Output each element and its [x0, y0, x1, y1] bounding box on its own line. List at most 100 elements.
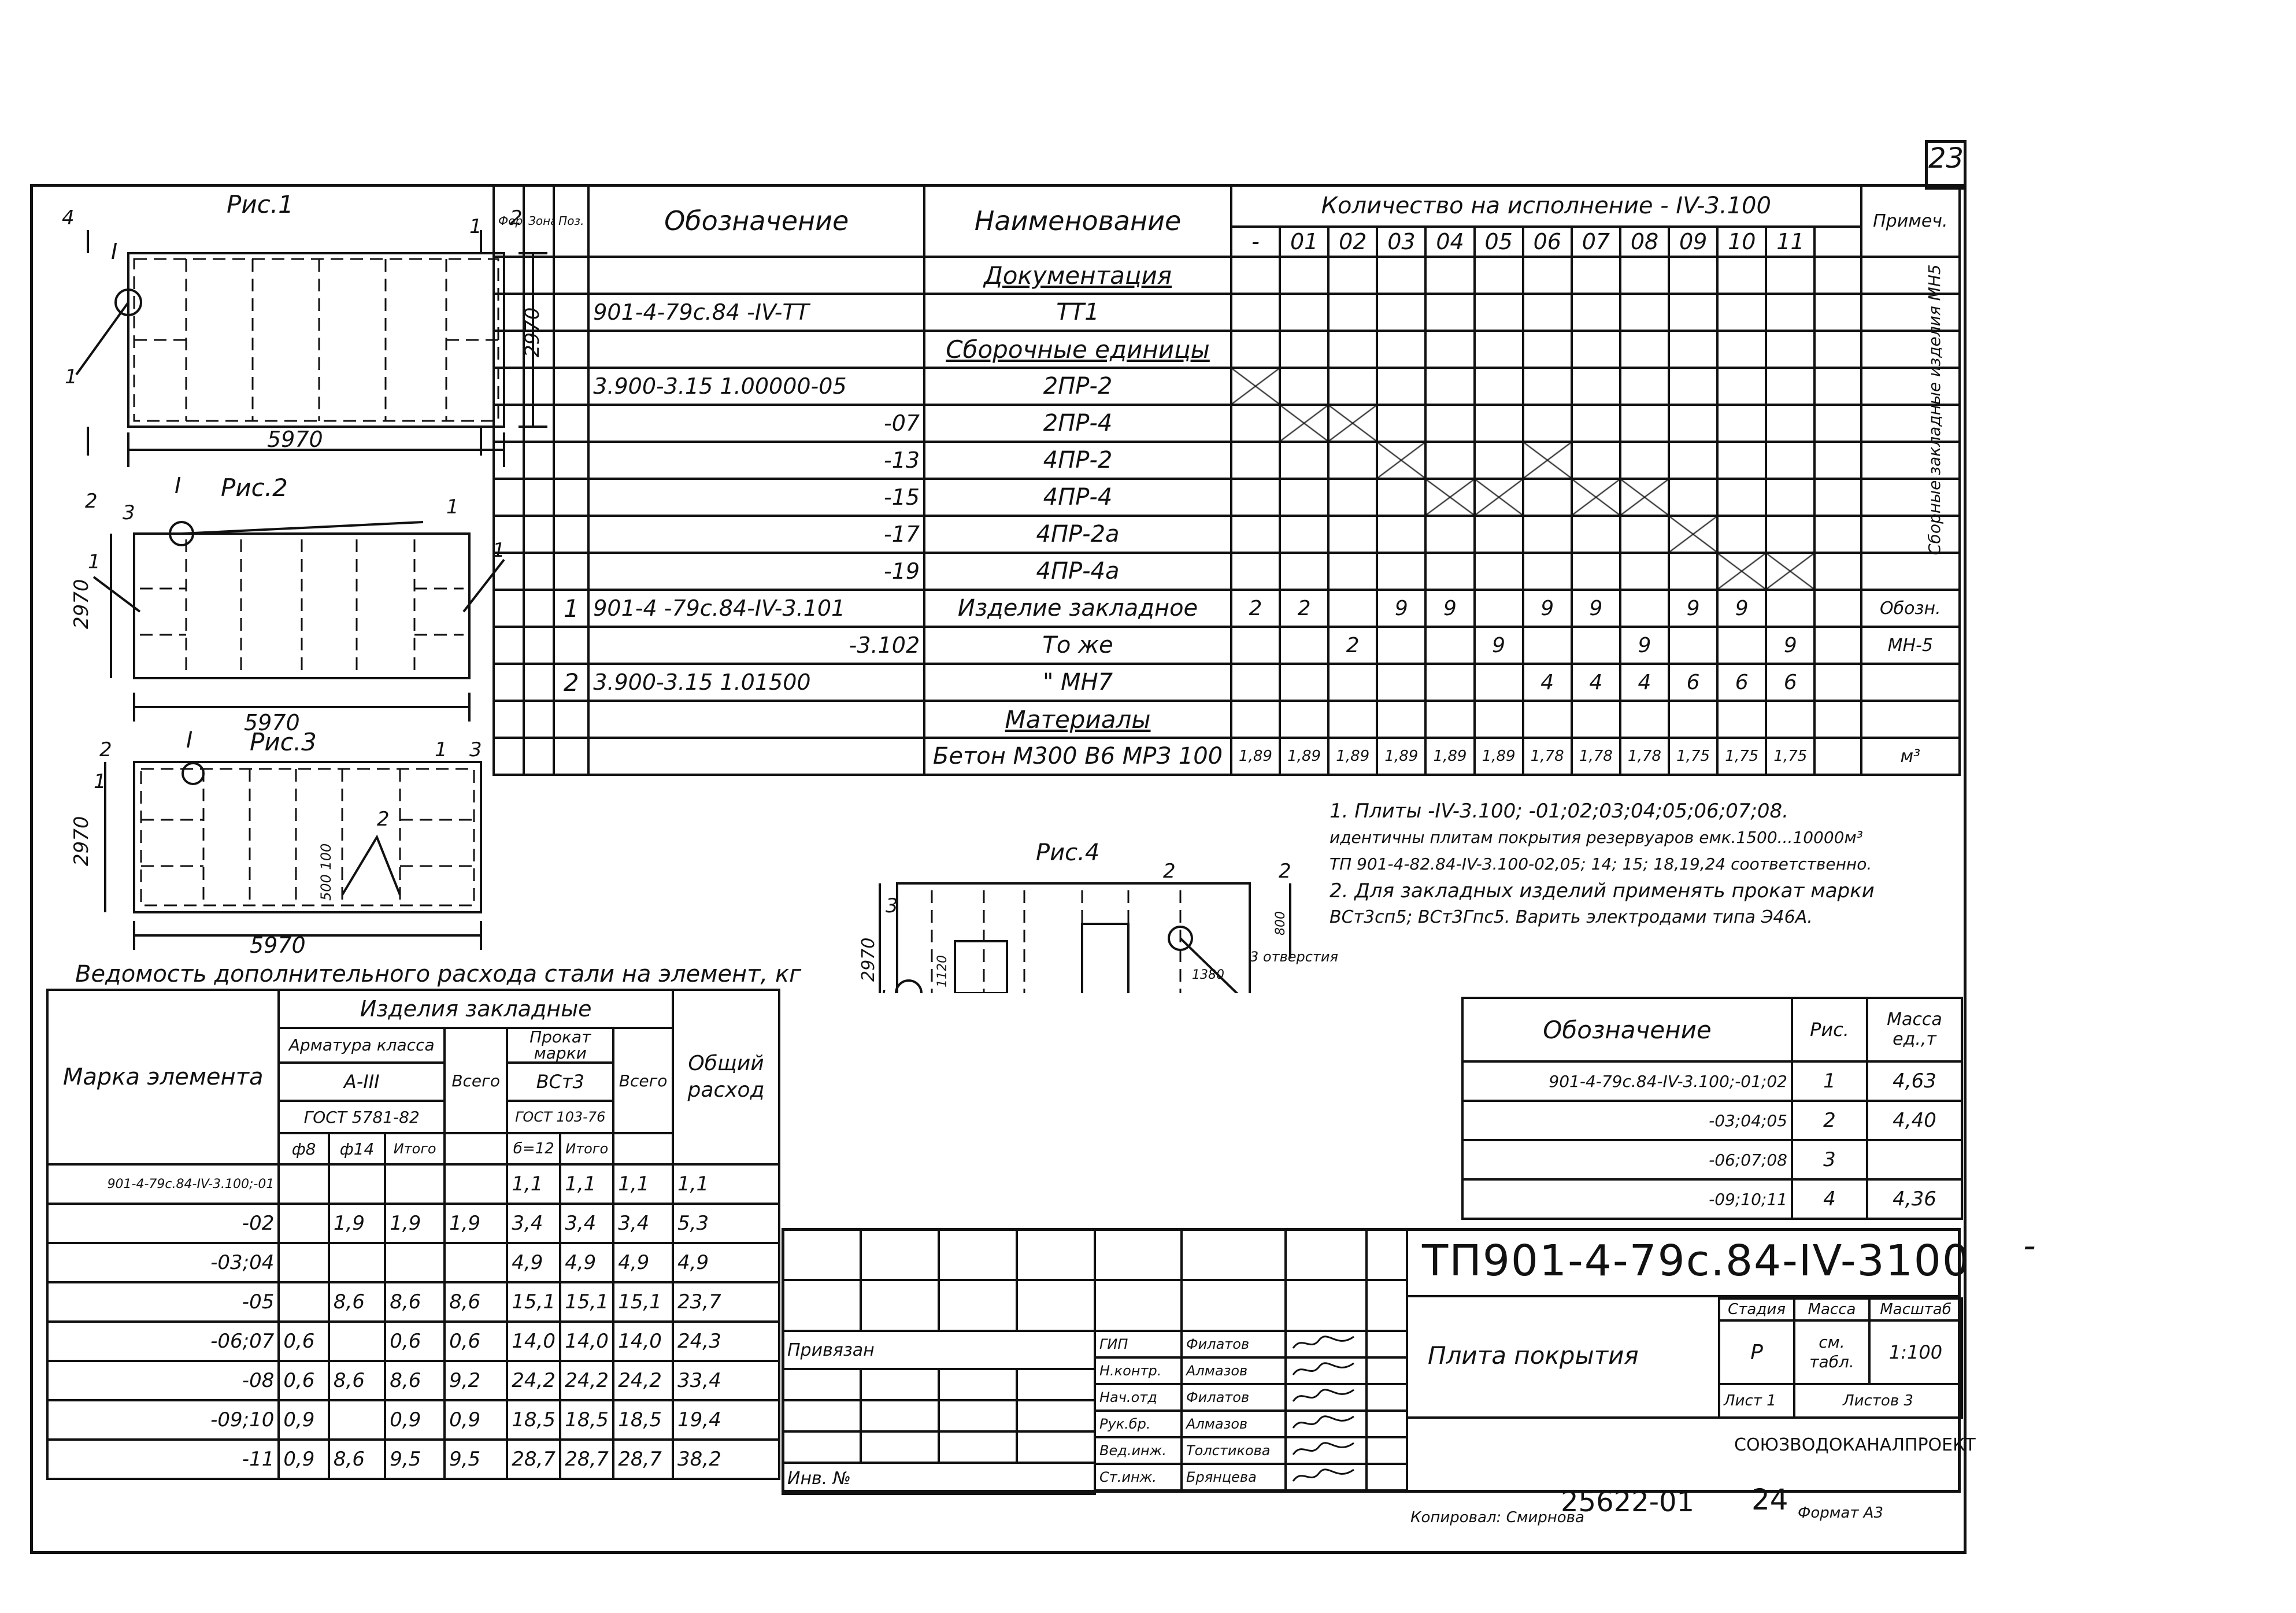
signature-cell [1284, 1383, 1368, 1412]
spec-qty-cell [1619, 404, 1671, 443]
spec-qty-cell [1765, 589, 1816, 628]
exec-col-header: 09 [1668, 225, 1719, 258]
spec-qty-cell [1424, 626, 1476, 665]
person-name: Алмазов [1180, 1356, 1287, 1385]
spec-name-cell: 4ПР-4 [923, 478, 1232, 517]
spec-designation-cell: -19 [587, 552, 926, 591]
fig3-section-a: 2 [99, 738, 112, 761]
exec-col-header: 10 [1716, 225, 1768, 258]
spec-qty-cell [1619, 367, 1671, 406]
spec-qty-cell [1376, 330, 1427, 369]
person-name: Брянцева [1180, 1463, 1287, 1492]
exec-col-header: 02 [1327, 225, 1379, 258]
spec-qty-cell [1668, 552, 1719, 591]
spec-designation-cell: 901-4 -79с.84-IV-3.101 [587, 589, 926, 628]
spec-qty-cell [1473, 441, 1524, 480]
spec-name-cell: Бетон М300 В6 МРЗ 100 [923, 737, 1232, 776]
mass-fig-cell: 3 [1791, 1139, 1868, 1181]
steel-value-cell [384, 1163, 446, 1205]
scale-header: Масштаб [1868, 1297, 1963, 1322]
steel-header-rebar-class: А-III [277, 1061, 446, 1102]
spec-pos-cell [553, 404, 590, 443]
steel-sub-thickness: б=12 [506, 1132, 562, 1166]
spec-qty-cell [1521, 478, 1573, 517]
steel-mark-cell: -05 [46, 1281, 280, 1323]
spec-note-cell [1860, 330, 1961, 369]
spec-zone-cell [523, 589, 556, 628]
spec-qty-cell [1668, 404, 1719, 443]
exec-col-header: 11 [1765, 225, 1816, 258]
steel-value-cell: 4,9 [672, 1242, 780, 1283]
spec-pos-cell [553, 367, 590, 406]
spec-pos-cell: 1 [553, 589, 590, 628]
steel-value-cell: 15,1 [612, 1281, 674, 1323]
spec-qty-cell [1765, 256, 1816, 295]
date-cell [1365, 1436, 1408, 1465]
steel-sub-f14: ф14 [327, 1132, 387, 1166]
mass-designation-cell: 901-4-79с.84-IV-3.100;-01;02 [1461, 1060, 1793, 1102]
spec-qty-cell [1473, 404, 1524, 443]
spec-qty-cell: 1,89 [1327, 737, 1379, 776]
spec-designation-cell: -3.102 [587, 626, 926, 665]
note-line: ВСт3сп5; ВСт3Гпс5. Варить электродами ти… [1330, 907, 1813, 927]
spec-spare-cell [1813, 663, 1862, 702]
spec-qty-cell [1619, 256, 1671, 295]
spec-name-cell: 4ПР-2а [923, 515, 1232, 554]
spec-qty-cell [1521, 293, 1573, 332]
steel-value-cell: 0,9 [384, 1399, 446, 1441]
spec-qty-cell [1473, 663, 1524, 702]
steel-sub-empty [443, 1132, 509, 1166]
spec-note-cell [1860, 293, 1961, 332]
fig3-width: 2970 [70, 816, 93, 866]
steel-header-mark: Марка элемента [46, 989, 280, 1166]
exec-col-header: 01 [1279, 225, 1330, 258]
spec-qty-cell: 1,75 [1716, 737, 1768, 776]
spec-qty-cell [1570, 515, 1621, 554]
fig1-section-c: 2 [510, 206, 523, 230]
spec-qty-cell [1230, 626, 1282, 665]
mass-table: Обозначение Рис. Масса ед.,т 901-4-79с.8… [1461, 997, 1963, 1220]
mass-value: см. табл. [1793, 1319, 1871, 1385]
steel-value-cell: 8,6 [384, 1281, 446, 1323]
steel-value-cell: 8,6 [327, 1438, 387, 1480]
spec-qty-cell [1424, 367, 1476, 406]
spec-qty-cell [1424, 293, 1476, 332]
steel-value-cell: 24,2 [559, 1360, 615, 1401]
steel-value-cell: 0,6 [277, 1360, 330, 1401]
date-cell [1365, 1330, 1408, 1359]
spec-qty-cell [1521, 700, 1573, 739]
steel-value-cell: 9,2 [443, 1360, 509, 1401]
footer-number: 25622-01 [1561, 1486, 1695, 1518]
fig3-node: I [186, 727, 192, 753]
fig4-part-2: 2 [1163, 860, 1176, 883]
steel-value-cell [327, 1399, 387, 1441]
header-note: Примеч. [1860, 184, 1961, 258]
fig2-part: 1 [88, 550, 101, 574]
spec-qty-cell: 6 [1765, 663, 1816, 702]
spec-qty-cell [1230, 293, 1282, 332]
steel-mark-cell: -11 [46, 1438, 280, 1480]
cross-mark [1327, 404, 1379, 443]
mass-value-cell: 4,63 [1866, 1060, 1963, 1102]
spec-qty-cell [1230, 663, 1282, 702]
fig2-title: Рис.2 [221, 473, 288, 502]
steel-value-cell: 1,1 [672, 1163, 780, 1205]
spec-qty-cell: 2 [1327, 626, 1379, 665]
steel-value-cell: 14,0 [612, 1320, 674, 1362]
fig4-title: Рис.4 [1036, 839, 1099, 866]
spec-qty-cell [1327, 330, 1379, 369]
exec-col-header: 07 [1570, 225, 1621, 258]
fig3-length: 5970 [250, 933, 306, 958]
spec-designation-cell: -13 [587, 441, 926, 480]
spec-qty-cell [1327, 256, 1379, 295]
